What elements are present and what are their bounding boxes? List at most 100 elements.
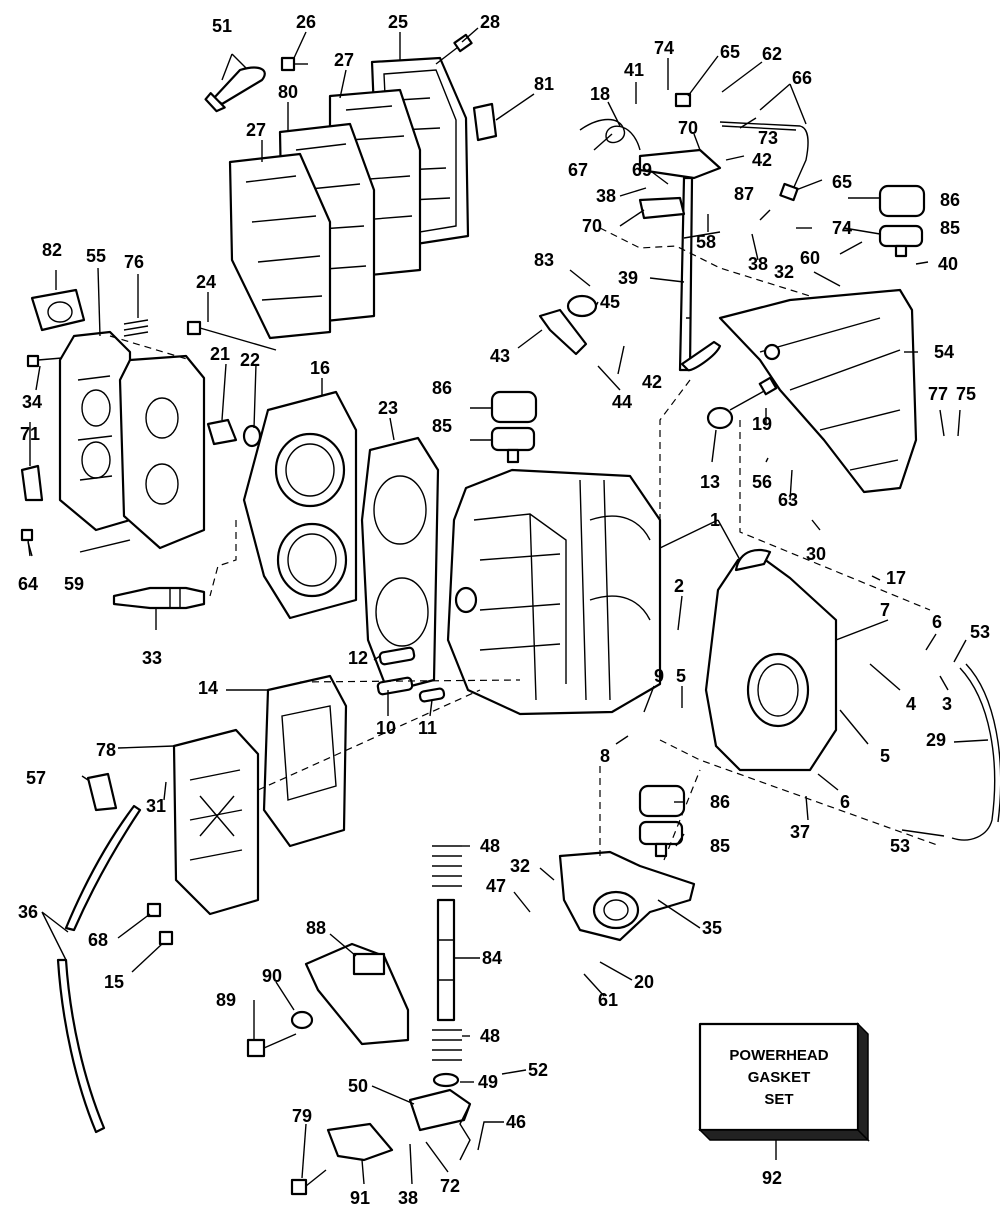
callout-55: 55: [86, 246, 106, 266]
callout-53: 53: [970, 622, 990, 642]
callout-60: 60: [800, 248, 820, 268]
callout-83: 83: [534, 250, 554, 270]
callout-1: 1: [710, 510, 720, 530]
callout-50: 50: [348, 1076, 368, 1096]
callout-41: 41: [624, 60, 644, 80]
callout-46: 46: [506, 1112, 526, 1132]
callout-20: 20: [634, 972, 654, 992]
callout-30: 30: [806, 544, 826, 564]
callout-5: 5: [676, 666, 686, 686]
callout-42: 42: [752, 150, 772, 170]
gasket-set-line2: GASKET: [748, 1069, 811, 1086]
callout-74: 74: [654, 38, 674, 58]
callout-85: 85: [432, 416, 452, 436]
callout-38: 38: [748, 254, 768, 274]
ball-joint-65: [674, 92, 799, 202]
cylinder-block-1: [446, 468, 662, 716]
head-gasket-23: [360, 436, 440, 694]
spring-48-lower: [432, 1029, 462, 1061]
spark-plug-33: [112, 586, 206, 610]
callout-70: 70: [582, 216, 602, 236]
callout-74: 74: [832, 218, 852, 238]
callout-88: 88: [306, 918, 326, 938]
callout-40: 40: [938, 254, 958, 274]
callout-23: 23: [378, 398, 398, 418]
callout-35: 35: [702, 918, 722, 938]
gasket-set-line3: SET: [764, 1091, 793, 1108]
bracket-88: [304, 942, 410, 1046]
callout-9: 9: [654, 666, 664, 686]
spring-67: [579, 118, 641, 151]
leader-lines: [27, 27, 989, 1185]
callout-65: 65: [832, 172, 852, 192]
callout-43: 43: [490, 346, 510, 366]
dowels: [376, 646, 446, 703]
callout-24: 24: [196, 272, 216, 292]
callout-3: 3: [942, 694, 952, 714]
crankcase-half: [704, 548, 838, 772]
callout-89: 89: [216, 990, 236, 1010]
callout-71: 71: [20, 424, 40, 444]
callout-33: 33: [142, 648, 162, 668]
hose-36: [56, 804, 142, 1134]
mount-86-85-bottom: [638, 784, 686, 858]
callout-65: 65: [720, 42, 740, 62]
spring-48-upper: [432, 845, 462, 887]
arm-70-lower: [638, 196, 686, 220]
callout-48: 48: [480, 1026, 500, 1046]
alignment-lines: [109, 227, 941, 861]
powerhead-gasket-set-box: POWERHEAD GASKET SET: [698, 1022, 870, 1142]
callout-29: 29: [926, 730, 946, 750]
callout-87: 87: [734, 184, 754, 204]
callout-7: 7: [880, 600, 890, 620]
gasket-59: [118, 354, 206, 550]
callout-70: 70: [678, 118, 698, 138]
plug-13: [706, 406, 734, 430]
bolt-24: [186, 320, 277, 351]
callout-25: 25: [388, 12, 408, 32]
callout-12: 12: [348, 648, 368, 668]
callout-68: 68: [88, 930, 108, 950]
callout-8: 8: [600, 746, 610, 766]
callout-78: 78: [96, 740, 116, 760]
screw-26: [280, 56, 308, 72]
callout-6: 6: [932, 612, 942, 632]
callout-39: 39: [618, 268, 638, 288]
callout-61: 61: [598, 990, 618, 1010]
callout-4: 4: [906, 694, 916, 714]
callout-49: 49: [478, 1072, 498, 1092]
callout-63: 63: [778, 490, 798, 510]
callout-72: 72: [440, 1176, 460, 1196]
bolt-28: [435, 33, 473, 65]
callout-38: 38: [398, 1188, 418, 1208]
callout-6: 6: [840, 792, 850, 812]
washer-22: [242, 424, 262, 448]
callout-5: 5: [880, 746, 890, 766]
callout-62: 62: [762, 44, 782, 64]
bolt-89-washer-90: [246, 1010, 314, 1058]
hose-51: [204, 66, 266, 113]
callout-76: 76: [124, 252, 144, 272]
callout-85: 85: [710, 836, 730, 856]
callout-15: 15: [104, 972, 124, 992]
callout-42: 42: [642, 372, 662, 392]
gasket-set-line1: POWERHEAD: [729, 1047, 828, 1064]
cover-55: [58, 330, 132, 532]
cover-78: [172, 728, 260, 916]
screw-34: [26, 354, 63, 368]
callout-53: 53: [890, 836, 910, 856]
shaft-84: [436, 898, 456, 1022]
callout-54: 54: [934, 342, 954, 362]
callout-75: 75: [956, 384, 976, 404]
callout-80: 80: [278, 82, 298, 102]
callout-86: 86: [710, 792, 730, 812]
cylinder-head-16: [242, 390, 358, 620]
mount-bracket-54: [718, 288, 918, 494]
callout-56: 56: [752, 472, 772, 492]
callout-22: 22: [240, 350, 260, 370]
callout-32: 32: [774, 262, 794, 282]
arm-70-upper: [638, 148, 722, 180]
roller-45: [566, 294, 598, 318]
callout-27: 27: [334, 50, 354, 70]
